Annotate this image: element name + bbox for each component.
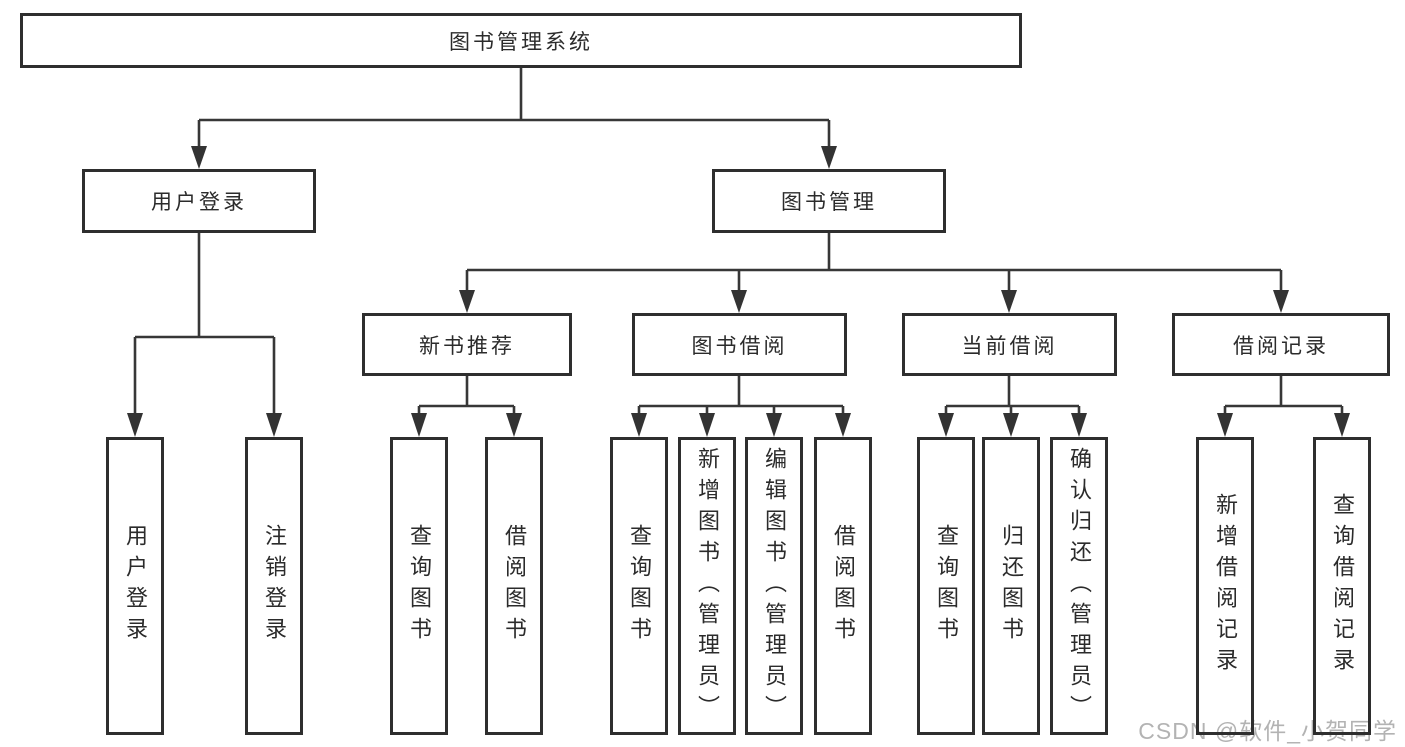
- node-label: 图书借阅: [691, 334, 788, 358]
- node-label: 查询图书: [627, 524, 652, 648]
- node-label: 确认归还（管理员）: [1067, 446, 1092, 726]
- leaf-query-books: 查询图书: [390, 437, 448, 735]
- leaf-edit-books-admin: 编辑图书（管理员）: [745, 437, 803, 735]
- node-new-book-recommend: 新书推荐: [362, 313, 572, 376]
- node-label: 新增图书（管理员）: [695, 446, 720, 726]
- leaf-query-borrow-record: 查询借阅记录: [1313, 437, 1371, 735]
- leaf-logout: 注销登录: [245, 437, 303, 735]
- node-library-management-system: 图书管理系统: [20, 13, 1022, 68]
- leaf-confirm-return-admin: 确认归还（管理员）: [1050, 437, 1108, 735]
- node-label: 查询借阅记录: [1330, 493, 1355, 679]
- leaf-add-borrow-record: 新增借阅记录: [1196, 437, 1254, 735]
- leaf-user-login: 用户登录: [106, 437, 164, 735]
- leaf-return-books: 归还图书: [982, 437, 1040, 735]
- node-current-borrow: 当前借阅: [902, 313, 1117, 376]
- node-label: 查询图书: [934, 524, 959, 648]
- node-label: 新书推荐: [419, 334, 515, 358]
- node-label: 图书管理系统: [449, 30, 593, 54]
- node-label: 注销登录: [262, 524, 287, 648]
- node-label: 图书管理: [781, 191, 877, 214]
- node-label: 用户登录: [123, 524, 148, 648]
- node-label: 编辑图书（管理员）: [762, 446, 787, 726]
- node-label: 用户登录: [151, 191, 247, 214]
- leaf-borrow-books: 借阅图书: [814, 437, 872, 735]
- node-user-login-branch: 用户登录: [82, 169, 316, 233]
- leaf-add-books-admin: 新增图书（管理员）: [678, 437, 736, 735]
- node-borrow-records: 借阅记录: [1172, 313, 1390, 376]
- node-book-borrow: 图书借阅: [632, 313, 847, 376]
- leaf-query-books: 查询图书: [917, 437, 975, 735]
- leaf-query-books: 查询图书: [610, 437, 668, 735]
- node-label: 归还图书: [999, 524, 1024, 648]
- node-label: 借阅图书: [831, 524, 856, 648]
- node-label: 当前借阅: [961, 334, 1058, 358]
- node-label: 借阅图书: [502, 524, 527, 648]
- leaf-borrow-books: 借阅图书: [485, 437, 543, 735]
- node-label: 新增借阅记录: [1213, 493, 1238, 679]
- node-label: 查询图书: [407, 524, 432, 648]
- csdn-watermark: CSDN @软件_小贺同学: [1138, 718, 1397, 744]
- node-book-management-branch: 图书管理: [712, 169, 946, 233]
- node-label: 借阅记录: [1233, 334, 1329, 358]
